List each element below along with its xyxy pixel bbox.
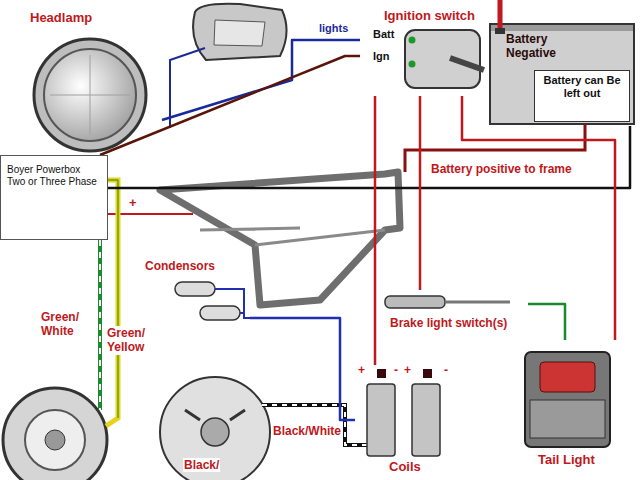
- headlamp-shell: [193, 4, 287, 60]
- condenser-wire: [215, 289, 250, 318]
- polarity-sign: -: [393, 363, 399, 377]
- brake-switch-body: [385, 296, 445, 308]
- battery-node: Battery NegativeBattery can Be left out: [488, 4, 636, 126]
- component-label: Boyer Powerbox Two or Three Phase: [7, 164, 99, 188]
- frame-brace: [200, 228, 385, 245]
- black-white-stripe: [262, 405, 367, 445]
- switch-terminal: [409, 61, 416, 68]
- wire: [250, 318, 355, 420]
- ignition-coil: [412, 384, 440, 456]
- wire: [419, 96, 422, 290]
- condenser: [175, 282, 215, 296]
- ignition-switch-body: [405, 30, 480, 88]
- wire: [374, 96, 377, 365]
- headlamp-pattern: [50, 55, 130, 135]
- polarity-sign: +: [403, 363, 412, 377]
- tail-light-body: [525, 352, 610, 447]
- wire: [162, 40, 360, 120]
- headlamp-rim: [34, 39, 146, 151]
- number-plate-bracket: [530, 400, 605, 438]
- coil-terminal: [423, 369, 432, 378]
- note-box: Battery can Be left out: [534, 70, 630, 122]
- polarity-sign: +: [357, 363, 366, 377]
- wire-colour-label: Green/ Yellow: [106, 326, 160, 355]
- alternator-hub: [45, 430, 65, 450]
- wire-colour-label: Black/White: [272, 424, 342, 438]
- switch-terminal: [409, 37, 416, 44]
- component-label: Battery can Be left out: [539, 74, 625, 100]
- powerbox-box: Boyer Powerbox Two or Three Phase: [0, 155, 108, 240]
- contact-points: [185, 410, 245, 420]
- ignition-key: [450, 58, 484, 70]
- component-label: Coils: [389, 459, 421, 475]
- polarity-sign: +: [128, 195, 138, 211]
- points-cam: [201, 418, 229, 446]
- battery-body: [490, 24, 634, 124]
- terminal-label: Ign: [372, 50, 391, 63]
- headlamp-glass: [44, 49, 136, 141]
- brake-switch-rod: [445, 301, 510, 304]
- component-label: Ignition switch: [384, 8, 475, 24]
- battery-top: [491, 25, 633, 31]
- tail-light-node: Tail Light: [510, 340, 632, 474]
- component-label: Battery Negative: [506, 32, 570, 61]
- powerbox-frame-wire: [108, 213, 193, 215]
- headlamp-node: Headlamp: [22, 6, 162, 154]
- battery-negative-cable: [498, 0, 503, 30]
- wire: [528, 304, 565, 340]
- black-white-wire: [262, 405, 367, 445]
- alternator: [3, 388, 107, 480]
- polarity-sign: -: [443, 363, 449, 377]
- coil-terminal: [377, 369, 386, 378]
- brake-switch-node: Brake light switch(s): [378, 290, 528, 338]
- wire-colour-label: Black/: [183, 458, 220, 472]
- coils-node: Coils: [355, 365, 455, 479]
- wire-label: lights: [318, 22, 349, 35]
- alternator-rotor: [25, 410, 85, 470]
- ignition-coil: [367, 384, 395, 456]
- component-label: Condensors: [145, 259, 215, 273]
- component-label: Brake light switch(s): [390, 316, 507, 330]
- wire-note: Battery positive to frame: [430, 162, 573, 176]
- wire: [108, 126, 630, 188]
- green-yellow-stripe: [108, 180, 118, 418]
- battery-terminal: [495, 28, 505, 34]
- shell-switch: [214, 20, 265, 46]
- frame: [160, 172, 400, 305]
- terminal-label: Batt: [372, 28, 395, 41]
- points-plate: [160, 377, 270, 480]
- wire: [462, 96, 615, 340]
- component-label: Tail Light: [538, 452, 595, 468]
- green-white-stripe: [99, 240, 101, 410]
- component-label: Headlamp: [30, 10, 92, 26]
- wire-colour-label: Green/ White: [40, 310, 90, 339]
- tail-light-lens: [540, 362, 595, 392]
- green-white-wire: [98, 240, 102, 410]
- condenser: [200, 306, 240, 320]
- wire: [100, 56, 360, 155]
